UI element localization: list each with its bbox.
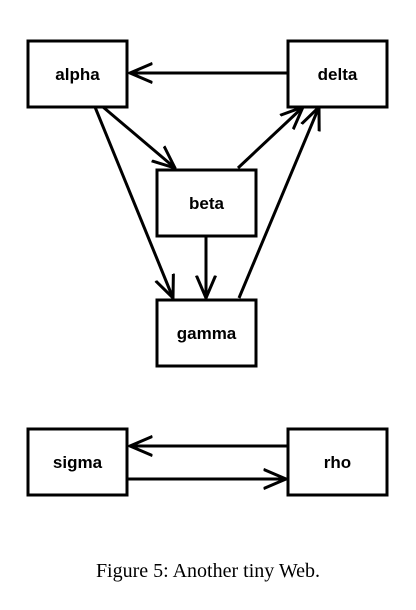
node-beta-label: beta (189, 194, 225, 213)
node-delta-label: delta (318, 65, 358, 84)
edge-alpha-to-beta (102, 105, 175, 168)
node-rho: rho (286, 427, 389, 497)
node-alpha-label: alpha (55, 65, 100, 84)
figure-caption: Figure 5: Another tiny Web. (95, 560, 321, 582)
node-alpha: alpha (26, 39, 129, 109)
edge-gamma-to-delta (237, 107, 319, 299)
edges-group (93, 73, 319, 479)
node-gamma-label: gamma (177, 324, 237, 343)
nodes-group: alpha delta beta gamma sigma rho (26, 39, 389, 497)
node-gamma: gamma (155, 298, 258, 368)
node-sigma-label: sigma (53, 453, 103, 472)
node-beta: beta (155, 168, 258, 238)
edge-beta-to-delta (236, 107, 303, 170)
edge-alpha-to-gamma (93, 106, 173, 298)
node-rho-label: rho (324, 453, 351, 472)
node-delta: delta (286, 39, 389, 109)
node-sigma: sigma (26, 427, 129, 497)
